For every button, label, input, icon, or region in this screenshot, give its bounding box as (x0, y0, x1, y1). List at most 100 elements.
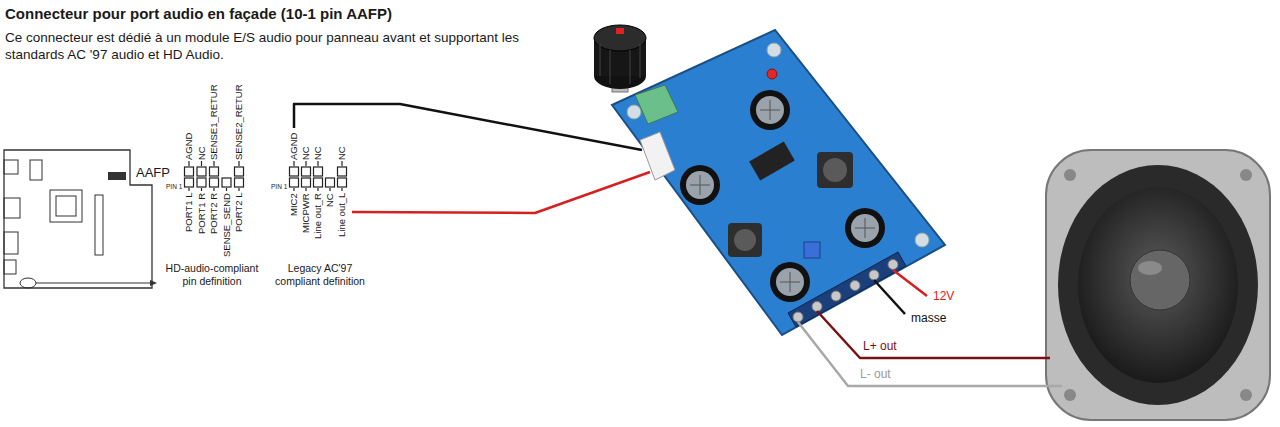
ground-wire (874, 280, 905, 314)
pin-tick (188, 161, 189, 166)
capacitor-vent (760, 100, 780, 120)
screw-terminal (869, 270, 879, 280)
wires (294, 104, 1062, 386)
speaker-wire (798, 322, 1062, 386)
chip-symbol (50, 190, 82, 222)
pin (314, 178, 323, 187)
pin (290, 178, 299, 187)
pin-tick (201, 161, 202, 166)
capacitor (750, 90, 790, 130)
pin-tick (293, 161, 294, 166)
pin-name: NC (197, 146, 207, 160)
dust-cap-highlight (1138, 261, 1162, 275)
pin-name: AGND (184, 133, 194, 160)
wire-label: L- out (860, 367, 891, 381)
capacitor-top (756, 96, 784, 124)
potentiometer (635, 85, 678, 124)
pin (235, 178, 244, 187)
port-symbol (4, 232, 18, 254)
capacitor-top (686, 171, 714, 199)
speaker-frame (1046, 150, 1270, 420)
figure-caption: HD-audio-compliant pin definition (160, 262, 264, 287)
screw-terminal (888, 260, 898, 270)
description-text: Ce connecteur est dédié à un module E/S … (5, 30, 565, 64)
knob-marker (616, 28, 624, 34)
pin-name: NC (301, 146, 311, 160)
pin (290, 167, 299, 176)
inductor (823, 158, 847, 182)
pin (210, 178, 219, 187)
pin-name: NC (325, 193, 335, 207)
mounting-hole (1064, 169, 1076, 181)
capacitor (750, 90, 790, 130)
trimmer (804, 242, 820, 258)
pin-name: SENSE2_RETUR (234, 85, 244, 161)
component-symbol (30, 160, 42, 180)
pin (210, 167, 219, 176)
capacitor-vent (855, 218, 875, 238)
port-symbol (4, 198, 20, 218)
pin-tick (188, 188, 189, 191)
capacitor (845, 208, 885, 248)
motherboard-sketch (4, 150, 157, 288)
connector-label: AAFP (136, 165, 170, 181)
wire-label: 12V (933, 289, 954, 303)
location-circle (20, 278, 36, 288)
pin (338, 178, 347, 187)
screw-terminal (812, 302, 822, 312)
pin (185, 178, 194, 187)
pin-name: Line out_R (313, 193, 323, 239)
pin-name: PORT1 R (197, 193, 207, 234)
wire-label: L+ out (863, 339, 897, 353)
pin-tick (305, 161, 306, 166)
slot-symbol (95, 195, 103, 255)
mounting-hole (627, 105, 641, 119)
capacitor (680, 165, 720, 205)
screw-terminal (831, 291, 841, 301)
pin-name: PORT2 R (209, 193, 219, 234)
power-wire (893, 270, 927, 296)
pin (185, 167, 194, 176)
pin-name: SENSE1_RETUR (209, 85, 219, 161)
capacitor (680, 165, 720, 205)
pin-tick (317, 188, 318, 191)
ground-wire (294, 104, 642, 150)
mounting-hole (1240, 169, 1252, 181)
pin-tick (213, 188, 214, 191)
pin-name: MIC2 (289, 193, 299, 216)
pin-name: PORT1 L (184, 193, 194, 232)
pin-tick (341, 188, 342, 191)
mounting-hole (767, 43, 781, 57)
knob-ridge (610, 50, 611, 84)
pin-tick (226, 188, 227, 191)
pin-name: NC (313, 146, 323, 160)
pin-tick (238, 161, 239, 166)
pin-tick (329, 188, 330, 191)
inductor (728, 223, 762, 257)
speaker-surround (1058, 165, 1258, 405)
pcb (612, 30, 945, 335)
speaker (1046, 150, 1270, 420)
pin (222, 178, 231, 187)
pin-tick (238, 188, 239, 191)
pin-one-marker: PIN 1 (271, 183, 287, 191)
capacitor-vent (780, 272, 800, 292)
pin-name: Line out_L (337, 193, 347, 237)
pin (338, 167, 347, 176)
signal-wire (352, 172, 650, 213)
capacitor (770, 262, 810, 302)
pin-name: AGND (289, 133, 299, 160)
amplifier-board (594, 25, 945, 335)
pin-tick (201, 188, 202, 191)
legacy-header (290, 161, 347, 191)
capacitor (845, 208, 885, 248)
pointer-arrow (36, 282, 150, 283)
pin-tick (305, 188, 306, 191)
screw-terminal (793, 312, 803, 322)
figure-caption: Legacy AC'97 compliant definition (268, 262, 372, 287)
knob-ridge (640, 44, 641, 78)
pin-tick (213, 161, 214, 166)
speaker-wire (817, 311, 1050, 358)
pin-name: SENSE_SEND (222, 193, 232, 257)
pin (302, 167, 311, 176)
